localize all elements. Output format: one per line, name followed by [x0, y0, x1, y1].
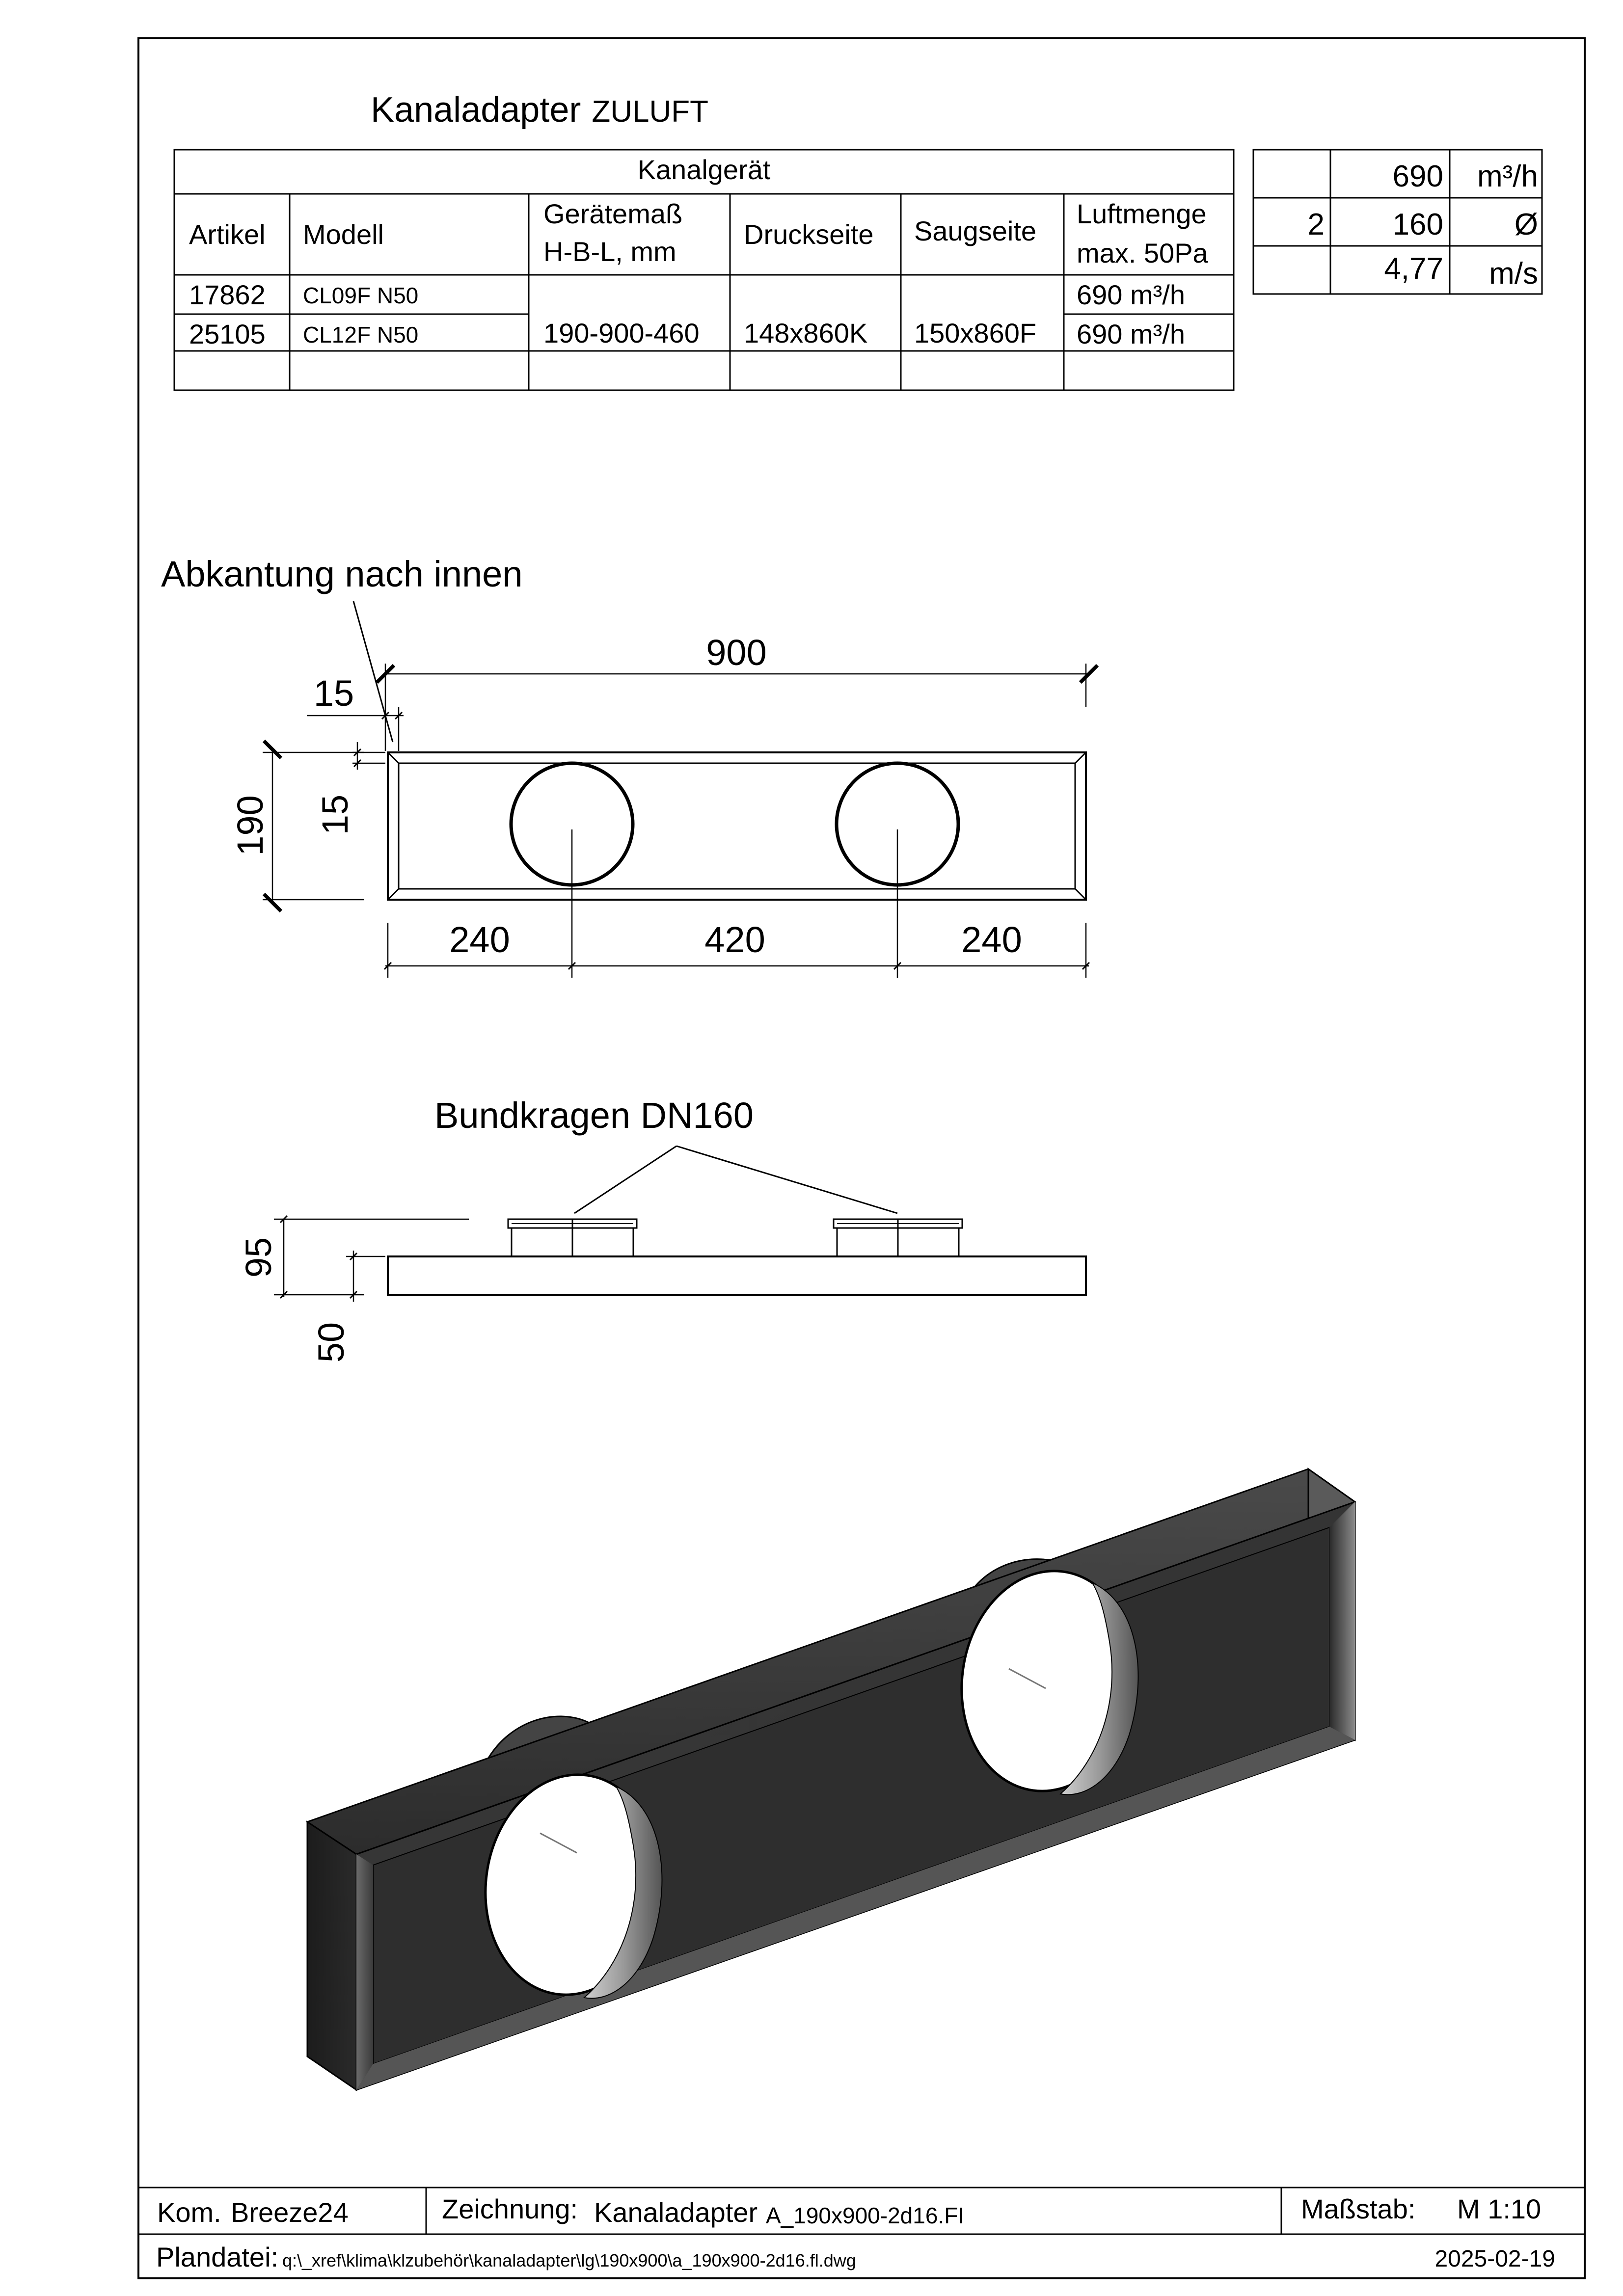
kom-value: Breeze24 — [231, 2197, 349, 2228]
dim-middle-label: 420 — [704, 919, 765, 960]
header-artikel: Artikel — [189, 219, 266, 250]
leader-bundkragen — [574, 1145, 898, 1214]
dim-side-body-label: 50 — [311, 1322, 352, 1362]
header-luftmenge-2: max. 50Pa — [1077, 238, 1209, 268]
front-view — [387, 751, 1087, 901]
header-geraetemass-1: Gerätemaß — [543, 198, 682, 229]
row1-artikel: 17862 — [189, 279, 266, 310]
plandatei-label: Plandatei: — [156, 2242, 278, 2272]
side-row2-count: 2 — [1308, 208, 1325, 241]
header-modell: Modell — [303, 219, 384, 250]
dim-flange-top — [307, 707, 404, 751]
isometric-view — [305, 1468, 1357, 2091]
massstab-value: M 1:10 — [1457, 2193, 1541, 2224]
cell-geraetemass: 190-900-460 — [543, 318, 700, 348]
dim-flange-side-label: 15 — [315, 795, 355, 835]
zeichnung-label: Zeichnung: — [442, 2193, 578, 2224]
dim-left-label: 240 — [449, 919, 510, 960]
dim-width — [375, 664, 1099, 751]
row1-luftmenge: 690 m³/h — [1077, 279, 1185, 310]
label-bundkragen: Bundkragen DN160 — [434, 1095, 754, 1136]
zeichnung-code: A_190x900-2d16.FI — [766, 2203, 964, 2228]
table-group-header: Kanalgerät — [638, 154, 771, 185]
side-row2-value: 160 — [1393, 208, 1443, 241]
leader-abkantung — [352, 601, 394, 743]
side-row2-unit: Ø — [1515, 208, 1538, 241]
row2-modell: CL12F N50 — [303, 322, 418, 347]
dim-height — [262, 739, 364, 913]
side-row3-value: 4,77 — [1384, 252, 1443, 286]
row1-modell: CL09F N50 — [303, 283, 418, 308]
dim-height-label: 190 — [230, 795, 270, 855]
dim-side-total — [274, 1215, 469, 1299]
dim-side-total-label: 95 — [238, 1237, 279, 1278]
airflow-table — [1252, 149, 1543, 295]
dim-spacing — [383, 829, 1090, 978]
dim-flange-top-label: 15 — [314, 673, 354, 714]
header-luftmenge-1: Luftmenge — [1077, 198, 1207, 229]
side-row1-unit: m³/h — [1477, 160, 1538, 193]
kanalgeraet-table — [173, 149, 1235, 391]
plan-date: 2025-02-19 — [1434, 2246, 1555, 2272]
dim-side-body — [346, 1251, 385, 1302]
zeichnung-value: Kanaladapter — [594, 2197, 757, 2228]
label-abkantung: Abkantung nach innen — [161, 554, 523, 594]
header-saugseite: Saugseite — [914, 215, 1036, 246]
cell-druckseite: 148x860K — [744, 318, 867, 348]
dim-width-label: 900 — [706, 632, 766, 673]
side-row1-value: 690 — [1393, 160, 1443, 193]
header-druckseite: Druckseite — [744, 219, 874, 250]
side-view — [387, 1218, 1087, 1296]
dim-flange-side — [352, 742, 385, 770]
massstab-label: Maßstab: — [1301, 2193, 1415, 2224]
sheet-border — [137, 37, 1586, 2279]
cell-saugseite: 150x860F — [914, 318, 1036, 348]
header-geraetemass-2: H-B-L, mm — [543, 236, 676, 267]
row2-luftmenge: 690 m³/h — [1077, 319, 1185, 349]
plandatei-value: q:\_xref\klima\klzubehör\kanaladapter\lg… — [282, 2250, 856, 2270]
side-row3-unit: m/s — [1489, 257, 1538, 291]
dim-right-label: 240 — [961, 919, 1022, 960]
title-block — [138, 2187, 1585, 2235]
row2-artikel: 25105 — [189, 319, 266, 349]
kom-label: Kom. — [157, 2197, 221, 2228]
